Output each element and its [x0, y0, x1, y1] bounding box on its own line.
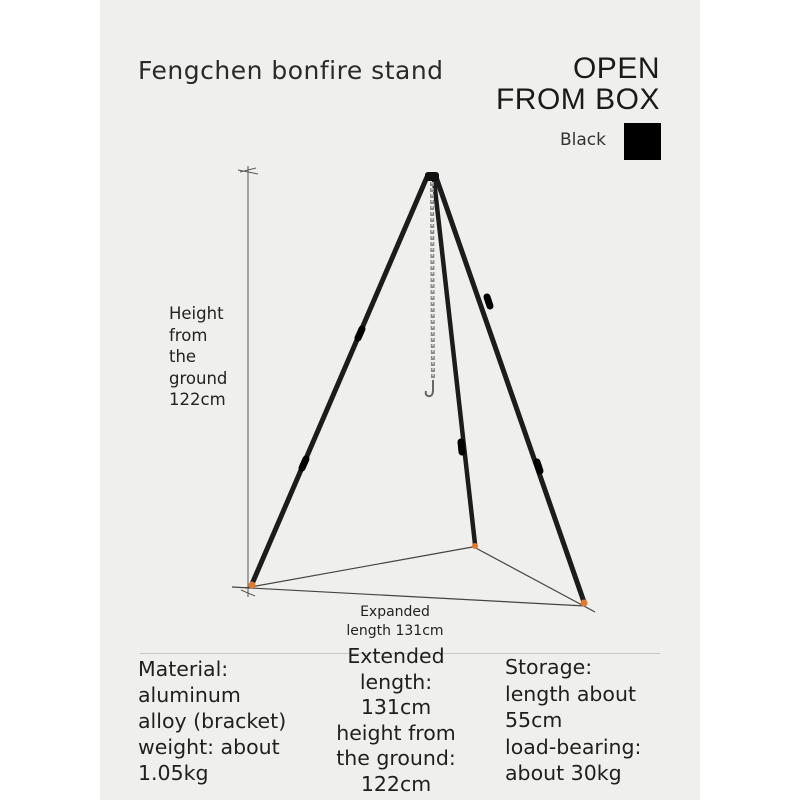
spec-line: alloy (bracket)	[138, 709, 287, 733]
foot-tip-back	[472, 543, 478, 549]
spec-line: the ground:	[336, 746, 456, 770]
height-label-line: 122cm	[169, 390, 226, 409]
open-from-box-badge: OPEN FROM BOX	[496, 53, 660, 115]
spec-extended-dimensions: Extended length: 131cm height from the g…	[325, 644, 467, 797]
expanded-length-label: Expanded length 131cm	[330, 603, 460, 641]
product-card: Fengchen bonfire stand OPEN FROM BOX Bla…	[100, 0, 700, 800]
height-label-line: the	[169, 347, 197, 366]
tripod-leg-back	[431, 177, 478, 547]
tripod-leg-right	[433, 174, 587, 605]
spec-line: Material:	[138, 657, 229, 681]
spec-line: Extended	[347, 644, 445, 668]
spec-line: weight: about	[138, 735, 280, 759]
spec-line: Storage:	[505, 655, 593, 679]
spec-divider	[140, 653, 660, 654]
tripod-illustration	[231, 166, 596, 613]
spec-line: about 30kg	[505, 761, 622, 785]
spec-line: 131cm	[360, 695, 432, 719]
tripod-leg-left	[249, 174, 430, 587]
color-swatch-black[interactable]	[624, 123, 661, 160]
spec-line: load-bearing:	[505, 734, 642, 759]
color-option-label: Black	[560, 130, 606, 150]
expanded-label-line: length 131cm	[346, 623, 444, 639]
product-title: Fengchen bonfire stand	[138, 56, 444, 85]
ground-line-left	[244, 545, 479, 589]
hook-icon	[424, 380, 434, 398]
badge-line-1: OPEN	[572, 52, 660, 85]
spec-line: 1.05kg	[138, 761, 209, 785]
spec-line: 122cm	[360, 771, 432, 796]
tripod-top-hub	[425, 172, 439, 181]
height-measurement-label: Height from the ground 122cm	[169, 303, 227, 411]
chain-icon	[430, 181, 435, 381]
tripod-legs	[249, 174, 587, 605]
spec-material-weight: Material: aluminum alloy (bracket) weigh…	[138, 656, 286, 786]
height-label-line: ground	[169, 368, 228, 388]
spec-line: length about	[505, 681, 637, 706]
ground-line-front	[231, 586, 586, 607]
spec-line: 55cm	[505, 708, 563, 732]
foot-tip-left	[248, 581, 256, 589]
spec-line: aluminum	[138, 683, 241, 707]
badge-line-2: FROM BOX	[495, 83, 660, 116]
height-label-line: from	[169, 325, 208, 345]
height-label-line: Height	[169, 304, 224, 323]
spec-line: length:	[359, 669, 433, 694]
expanded-label-line: Expanded	[360, 604, 430, 620]
foot-tip-right	[580, 599, 588, 607]
spec-line: height from	[336, 720, 456, 745]
ground-line-right	[471, 545, 596, 613]
height-dimension-bottom-tick	[240, 589, 256, 597]
spec-storage-load: Storage: length about 55cm load-bearing:…	[505, 654, 641, 787]
height-dimension-top-tick	[237, 169, 259, 175]
